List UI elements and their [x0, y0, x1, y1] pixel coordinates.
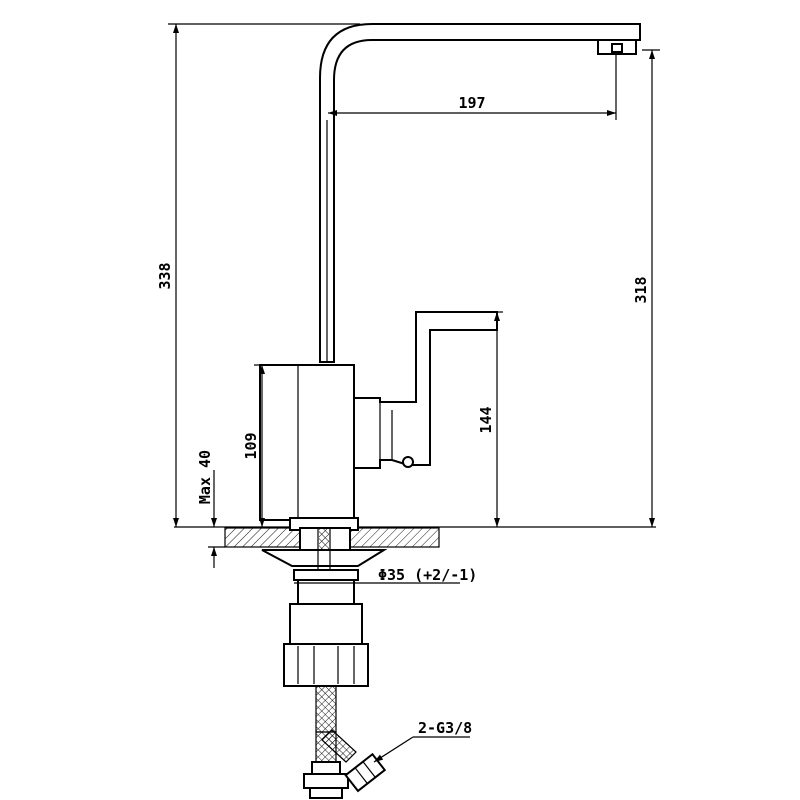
countertop: [174, 517, 656, 605]
dimension-body-height: 109: [242, 364, 265, 527]
mounting-nut: [283, 603, 369, 687]
dimension-handle-height: 144: [477, 311, 503, 527]
dimension-mount-hole: Φ35 (+2/-1): [294, 566, 477, 584]
dimension-outlet-height: 318: [632, 49, 660, 527]
dimension-label-max-40: Max 40: [196, 450, 214, 504]
spout: [319, 23, 641, 363]
dimension-label-109: 109: [242, 432, 260, 459]
faucet-body: [259, 364, 355, 521]
dimension-label-mount-hole: Φ35 (+2/-1): [378, 566, 477, 584]
dimension-max-thickness: Max 40: [196, 450, 225, 568]
dimension-total-height: 338: [156, 23, 360, 527]
dimension-label-197: 197: [458, 94, 485, 112]
dimension-label-318: 318: [632, 276, 650, 303]
flexible-hoses: [303, 685, 387, 799]
dimension-label-hose-connection: 2-G3/8: [418, 719, 472, 737]
handle-lever: [353, 311, 498, 469]
dimension-label-144: 144: [477, 406, 495, 433]
dimension-spout-reach: 197: [328, 54, 617, 120]
dimension-hose-connection: 2-G3/8: [373, 719, 472, 763]
dimension-label-338: 338: [156, 262, 174, 289]
